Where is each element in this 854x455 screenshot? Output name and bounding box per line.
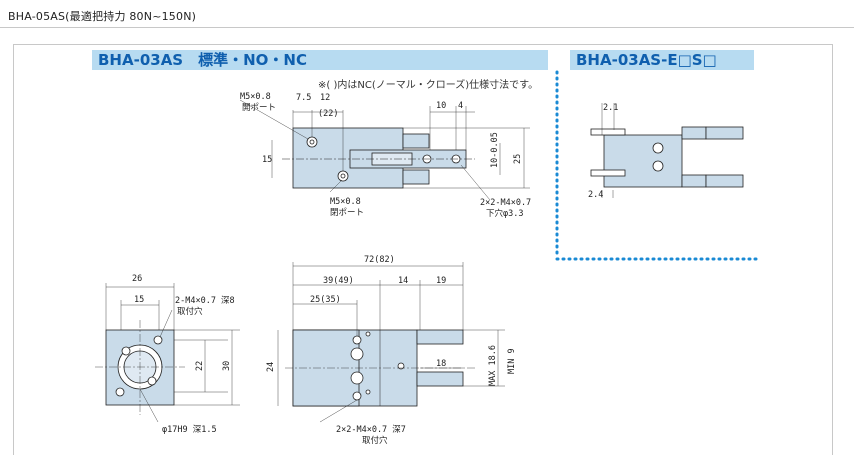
front-dim-72: 72(82) xyxy=(364,255,395,265)
top-tap-label: 2×2-M4×0.7 xyxy=(480,198,531,208)
top-port-open-sub: 開ポート xyxy=(242,103,276,113)
end-tap-sub: 取付穴 xyxy=(177,306,203,317)
front-dim-min: MIN 9 xyxy=(507,348,517,374)
end-view-drawing xyxy=(95,283,240,423)
side-view-jaw-lower xyxy=(681,174,707,188)
front-view-hole-1 xyxy=(352,335,362,345)
side-view-drawing xyxy=(590,103,744,198)
front-view-drawing xyxy=(277,262,505,423)
top-dim-10-tol: 10-0.05 xyxy=(490,132,500,168)
top-dim-4: 4 xyxy=(458,101,463,111)
front-view-hole-3 xyxy=(350,371,364,385)
port-close-hole xyxy=(337,170,349,182)
top-dim-10: 10 xyxy=(436,101,446,111)
top-view-jaw-upper xyxy=(402,133,430,149)
top-port-open-label: M5×0.8 xyxy=(240,92,271,102)
front-tap-sub: 取付穴 xyxy=(362,435,388,446)
front-dim-14: 14 xyxy=(398,276,408,286)
front-dim-25: 25(35) xyxy=(310,295,341,305)
side-view-body xyxy=(603,134,683,188)
top-dim-15: 15 xyxy=(262,155,272,165)
side-view-hole-1 xyxy=(652,142,664,154)
top-dim-22: (22) xyxy=(318,109,338,119)
end-view-mount-hole-2 xyxy=(153,335,163,345)
top-dim-12: 12 xyxy=(320,93,330,103)
end-dim-15: 15 xyxy=(134,295,144,305)
front-tap-label: 2×2-M4×0.7 深7 xyxy=(336,425,406,435)
section-header-side: BHA-03AS-E□S□ xyxy=(570,50,754,70)
side-view-hole-2 xyxy=(652,160,664,172)
front-dim-24: 24 xyxy=(266,362,276,372)
front-view-hole-2 xyxy=(350,347,364,361)
top-port-close-label: M5×0.8 xyxy=(330,197,361,207)
top-dim-25: 25 xyxy=(513,154,523,164)
page-title: BHA-05AS(最適把持力 80N~150N) xyxy=(8,10,197,23)
front-view-jaw-upper xyxy=(416,329,464,345)
side-view-sensor-lower xyxy=(590,169,626,177)
top-tap-sub: 下穴φ3.3 xyxy=(486,208,523,219)
top-view-drawing xyxy=(239,99,530,201)
end-dim-26: 26 xyxy=(132,274,142,284)
front-view-hole-4 xyxy=(352,391,362,401)
end-tap-label: 2-M4×0.7 深8 xyxy=(175,296,235,306)
front-dim-19: 19 xyxy=(436,276,446,286)
side-dim-2-1: 2.1 xyxy=(603,103,618,113)
end-dim-30: 30 xyxy=(222,361,232,371)
front-dim-18: 18 xyxy=(436,359,446,369)
top-port-close-sub: 閉ポート xyxy=(330,208,364,218)
title-divider xyxy=(0,27,854,28)
front-dim-max: MAX 18.6 xyxy=(488,345,498,386)
port-open-hole xyxy=(306,136,318,148)
end-view-mount-hole-1 xyxy=(115,387,125,397)
side-view-sensor-upper xyxy=(590,128,626,136)
side-dim-2-4: 2.4 xyxy=(588,190,603,200)
section-header-main: BHA-03AS 標準・NO・NC xyxy=(92,50,548,70)
top-view-jaw-lower xyxy=(402,169,430,185)
content-frame xyxy=(13,44,833,455)
front-dim-39: 39(49) xyxy=(323,276,354,286)
top-dim-7-5: 7.5 xyxy=(296,93,311,103)
side-view-jaw-upper xyxy=(681,126,707,140)
front-view-jaw-lower xyxy=(416,371,464,387)
end-dim-22: 22 xyxy=(195,361,205,371)
nc-note: ※( )内はNC(ノーマル・クローズ)仕様寸法です。 xyxy=(318,80,539,91)
end-bore-label: φ17H9 深1.5 xyxy=(162,425,217,435)
